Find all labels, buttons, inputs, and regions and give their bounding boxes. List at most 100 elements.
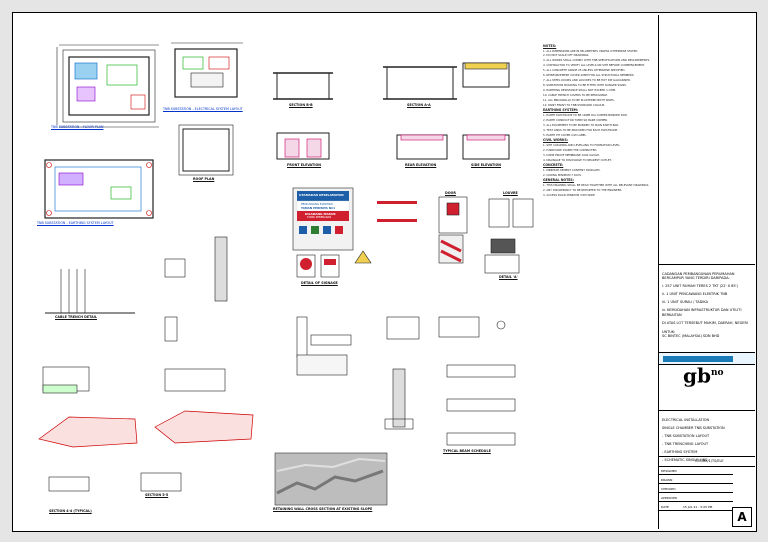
concrete-heading: CONCRETE: [543, 163, 564, 168]
general-note-item: 3. ACCESS ROAD MINIMUM 4.5M WIDE. [543, 192, 596, 197]
label-retaining-wall: RETAINING WALL CROSS SECTION AT EXISTING… [273, 507, 373, 511]
sign-line-2: PENCAWANG ELEKTRIK [301, 202, 333, 206]
label-floor-plan: TNB SUBSTATION - FLOOR PLAN [51, 125, 104, 129]
drawing-title-lines: ELECTRICAL INSTALLATION SINGLE CHAMBER TN… [662, 418, 752, 463]
earthing-layout-drawing [44, 159, 154, 219]
note-item: 2. DO NOT SCALE OFF DRAWINGS. [543, 53, 590, 58]
notes-list: 1. ALL DIMENSIONS ARE IN MILLIMETRES UNL… [543, 49, 651, 108]
drawing-number: GTC/XX/1/TS/ELE [695, 459, 724, 463]
structural-details [296, 316, 516, 446]
drawing-title-box: ELECTRICAL INSTALLATION SINGLE CHAMBER TN… [659, 411, 755, 462]
client-logo-strip [659, 353, 755, 365]
concrete-note-item: 1. MINIMUM CEMENT CONTENT 300KG/M3. [543, 167, 601, 172]
concrete-list: 1. MINIMUM CEMENT CONTENT 300KG/M3.2. CU… [543, 167, 651, 177]
concrete-note-item: 2. CURING MINIMUM 7 DAYS. [543, 172, 582, 177]
earthing-heading: EARTHING SYSTEM: [543, 108, 579, 113]
remark-line: iii. 1 UNIT SURAU / TADIKA [662, 300, 708, 305]
note-item: 12. PAINT FINISH TO TNB STANDARD COLOUR. [543, 102, 606, 107]
earthing-note-item: 5. EARTH PIT COVER C/W LABEL. [543, 132, 587, 137]
row-key: CHECKED [661, 487, 676, 491]
note-item: 6. REINFORCEMENT COVER 40MM FOR ALL STRU… [543, 73, 635, 78]
earthing-note-item: 2. EARTH CONDUCTOR 70MM SQ BARE COPPER. [543, 117, 608, 122]
elevation-drawings [276, 132, 510, 160]
note-item: 9. EARTHING RESISTANCE SHALL NOT EXCEED … [543, 88, 616, 93]
general-list: 1. THIS DRAWING SHALL BE READ TOGETHER W… [543, 182, 651, 197]
retaining-wall-drawings [38, 410, 254, 448]
title-block-row: DESIGNED [659, 467, 733, 475]
remarks-box: CADANGAN PEMBANGUNAN PERUMAHAN BERCAMPUR… [659, 265, 755, 353]
row-value: 15 JUL 21 - 5:05 PM [683, 505, 713, 509]
drawing-title-line: SINGLE CHAMBER TNB SUBSTATION [662, 425, 725, 430]
cad-linework [38, 42, 534, 506]
floor-plan-drawing [56, 44, 159, 128]
remarks-list: CADANGAN PEMBANGUNAN PERUMAHAN BERCAMPUR… [662, 272, 752, 326]
sign-line-4: DILARANG MASUK [305, 212, 336, 216]
title-block-row: CHECKED [659, 485, 733, 493]
row-key: DRAWN [661, 478, 673, 482]
label-section-55: SECTION 5-5 [145, 493, 169, 497]
note-item: 8. SUBSTATION BUILDING TO BE FITTED WITH… [543, 83, 627, 88]
remark-line: iv. KEMUDAHAN INFRASTRUKTUR DAN UTILITI … [662, 308, 742, 318]
sign-line-5: TANPA KEBENARAN [307, 216, 332, 219]
drawing-title-line: - SCHEMATIC SINGLE LINE [662, 457, 708, 462]
drawing-title-line: - TNB TRENCHING LAYOUT [662, 441, 709, 446]
label-section-bb: SECTION B-B [289, 103, 313, 107]
label-electrical-layout: TNB SUBSTATION - ELECTRICAL SYSTEM LAYOU… [163, 107, 243, 111]
consultant-logo-sup: no [710, 368, 724, 378]
civil-list: 1. SITE CLEARING AND LEVELLING TO FORMAT… [543, 143, 651, 162]
label-door: DOOR [445, 191, 456, 195]
slope-photo [274, 452, 388, 506]
notes-heading: NOTES: [543, 44, 557, 48]
label-beam-schedule: TYPICAL BEAM SCHEDULE [443, 449, 491, 453]
label-roof-plan: ROOF PLAN [193, 177, 215, 181]
drawing-title-line: ELECTRICAL INSTALLATION [662, 417, 710, 422]
foundation-details [48, 472, 182, 492]
note-item: 11. ALL BRICKWALLS TO BE PLASTERED BOTH … [543, 97, 615, 102]
label-section-aa: SECTION A-A [407, 103, 431, 107]
client-logo-icon [663, 356, 733, 362]
label-cable-trench: CABLE TRENCH DETAIL [55, 315, 97, 319]
label-rear-elevation: REAR ELEVATION [405, 163, 437, 167]
general-note-item: 1. THIS DRAWING SHALL BE READ TOGETHER W… [543, 182, 650, 187]
general-note-item: 2. ANY DISCREPANCY TO BE REPORTED TO THE… [543, 187, 623, 192]
row-key: DESIGNED [661, 469, 677, 473]
note-item: 5. ALL CONCRETE GRADE 25 UNLESS OTHERWIS… [543, 68, 626, 73]
title-block-row: APPROVED [659, 494, 733, 502]
label-section-44: SECTION 4-4 (TYPICAL) [49, 509, 92, 513]
note-item: 10. CABLE TRENCH COVERS TO BE REMOVABLE. [543, 92, 608, 97]
label-louvre: LOUVRE [503, 191, 518, 195]
section-drawings [273, 62, 510, 100]
civil-note-item: 4. DRAINAGE TO DISCHARGE TO NEAREST OUTL… [543, 157, 612, 162]
sign-line-3: TAMAN PERMATA NC1 [301, 206, 336, 210]
row-key: DATE [661, 505, 669, 509]
label-front-elevation: FRONT ELEVATION [287, 163, 322, 167]
earthing-note-item: 4. TEST LINKS TO BE PROVIDED FOR EACH EL… [543, 127, 619, 132]
door-louvre-drawings [438, 196, 534, 274]
civil-heading: CIVIL WORKS: [543, 138, 569, 143]
drawing-number-row: GTC/XX/1/TS/ELE [659, 457, 755, 467]
remark-line: ii. 1 UNIT PENCAWANG ELEKTRIK TNB [662, 292, 728, 297]
signage-drawing [292, 187, 417, 278]
drawing-title-line: - TNB SUBSTATION LAYOUT [662, 433, 710, 438]
title-block-row: DATE 15 JUL 21 - 5:05 PM [659, 503, 733, 511]
sign-line-1: UTAMAKAN KESELAMATAN [299, 193, 344, 197]
note-item: 7. ALL STEEL DOORS AND LOUVRES TO BE HOT… [543, 78, 631, 83]
consultant-logo: gbno [683, 366, 724, 386]
for-label: UNTUK: [662, 329, 676, 334]
label-earthing-layout: TNB SUBSTATION - EARTHING SYSTEM LAYOUT [37, 221, 114, 225]
note-item: 3. ALL WORKS SHALL COMPLY WITH TNB SPECI… [543, 58, 651, 63]
drawing-title-line: - EARTHING SYSTEM [662, 449, 698, 454]
label-detail-a: DETAIL 'A' [499, 275, 518, 279]
label-side-elevation: SIDE ELEVATION [471, 163, 502, 167]
earthing-note-item: 1. EARTH ELECTRODE TO BE 16MM DIA COPPER… [543, 112, 628, 117]
earthing-note-item: 3. ALL EQUIPMENT TO BE BONDED TO MAIN EA… [543, 122, 619, 127]
revision-box: A [732, 507, 752, 527]
title-block-blank [659, 15, 755, 265]
label-signage-detail: DETAIL OF SIGNAGE [301, 281, 338, 285]
consultant-logo-box: gbno [659, 365, 755, 411]
row-key: APPROVED [661, 496, 678, 500]
remark-line: i. 257 UNIT RUMAH TERES 2 TKT (22' X 65'… [662, 284, 738, 289]
title-block: CADANGAN PEMBANGUNAN PERUMAHAN BERCAMPUR… [658, 15, 755, 529]
electrical-layout-drawing [171, 42, 243, 176]
civil-note-item: 3. DAMP PROOF MEMBRANE 1000 GAUGE. [543, 152, 600, 157]
